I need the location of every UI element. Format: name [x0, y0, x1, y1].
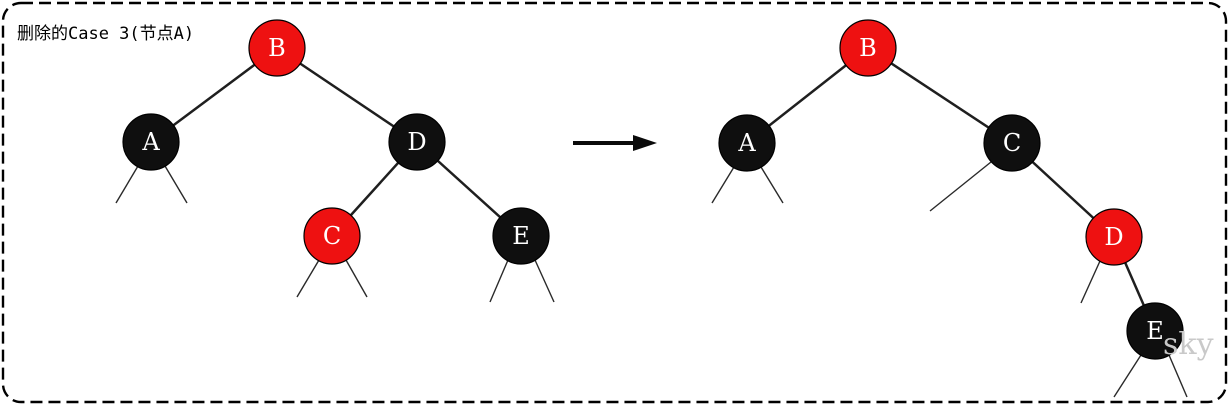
tree-node-after-D: [1085, 208, 1143, 266]
transform-arrow-head: [633, 135, 657, 151]
tree-node-label-before-C: C: [323, 222, 341, 250]
nil-leg-after-5: [1168, 354, 1188, 398]
tree-node-label-after-E: E: [1146, 317, 1164, 345]
nil-leg-after-4: [1113, 354, 1142, 398]
nil-leg-after-3: [1080, 260, 1101, 304]
tree-node-label-before-D: D: [407, 128, 426, 156]
tree-node-label-after-B: B: [859, 34, 877, 62]
tree-node-label-after-C: C: [1003, 129, 1021, 157]
nil-leg-before-3: [345, 259, 368, 298]
tree-node-after-B: [839, 19, 897, 77]
nil-leg-after-2: [929, 161, 992, 212]
tree-node-before-B: [248, 19, 306, 77]
tree-node-label-after-D: D: [1104, 223, 1123, 251]
tree-node-before-D: [388, 113, 446, 171]
tree-node-label-before-E: E: [512, 222, 530, 250]
tree-node-before-E: [492, 207, 550, 265]
nil-leg-before-5: [534, 259, 555, 303]
tree-node-label-after-A: A: [737, 129, 756, 157]
nil-leg-before-2: [296, 259, 320, 298]
nil-leg-before-0: [115, 165, 139, 204]
nil-leg-after-0: [711, 166, 735, 204]
nil-leg-before-4: [489, 259, 509, 303]
tree-node-label-before-B: B: [268, 34, 286, 62]
tree-edge-after-B-C: [867, 46, 1013, 145]
watermark-text: sky: [1163, 327, 1214, 362]
tree-node-label-before-A: A: [141, 128, 160, 156]
tree-node-after-A: [718, 114, 776, 172]
nil-leg-after-1: [760, 166, 784, 204]
tree-node-before-C: [303, 207, 361, 265]
diagram-title: 删除的Case 3(节点A): [17, 24, 195, 44]
nil-leg-before-1: [164, 165, 188, 204]
tree-node-before-A: [122, 113, 180, 171]
tree-node-after-C: [983, 114, 1041, 172]
tree-node-after-E: [1126, 302, 1184, 360]
